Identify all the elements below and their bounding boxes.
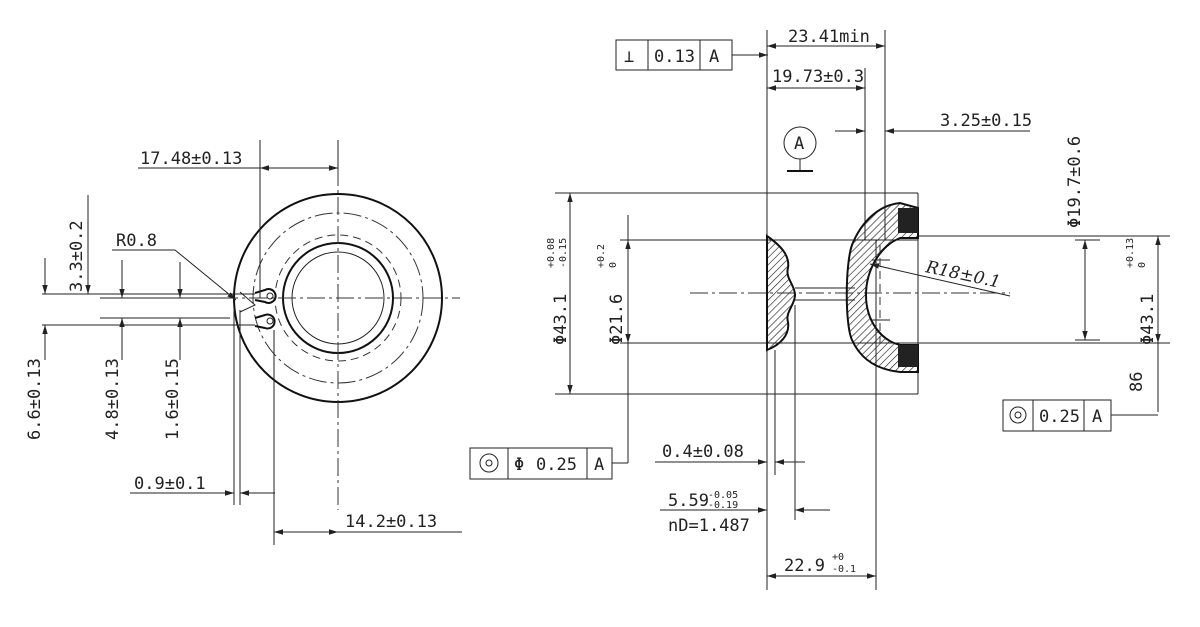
left-view: 17.48±0.13 3.3±0.2 R0.8 6.6±0.13 4.8±0.1… <box>25 140 462 545</box>
fcf-concentricity-right: 0.25 A <box>1002 399 1158 432</box>
terminal-bottom <box>254 313 276 330</box>
dim-radius-right: R18±0.1 <box>923 257 1002 293</box>
dim-overall: 23.41min <box>788 27 870 47</box>
dim-bottom-tol-lo: -0.1 <box>832 564 856 575</box>
right-view: ⊥ 0.13 A 23.41min 19.73±0.3 A 3.25±0.15 <box>469 27 1170 590</box>
fcf-perp-symbol: ⊥ <box>624 47 634 67</box>
lens-element <box>766 234 855 352</box>
datum-a-label: A <box>794 134 804 154</box>
dim-vertical-2: 6.6±0.13 <box>25 358 45 440</box>
dim-index: nD=1.487 <box>668 516 750 536</box>
dim-dia-outer-tol-up: +0.08 <box>546 238 557 268</box>
fcf-conc-left-tol: 0.25 <box>536 455 577 475</box>
dim-dia-right-2-tol-up: +0.13 <box>1125 238 1136 268</box>
dim-side: 86 <box>1127 372 1147 392</box>
datum-a: A <box>783 126 817 172</box>
dim-width: 19.73±0.3 <box>772 67 864 87</box>
dim-dia-inner-tol-up: +0.2 <box>596 244 607 268</box>
dim-top-left: 17.48±0.13 <box>140 149 242 169</box>
dome-section <box>845 201 919 373</box>
dim-dia-right-1: Φ19.7±0.6 <box>1065 136 1085 228</box>
fcf-concentricity-left: Φ 0.25 A <box>469 440 629 480</box>
terminal-top <box>254 288 277 304</box>
fcf-conc-right-tol: 0.25 <box>1039 407 1080 427</box>
fcf-perp-tol: 0.13 <box>654 47 695 67</box>
dim-bottom-right: 22.9 <box>784 556 825 576</box>
dim-lens-depth-tol-up: -0.05 <box>708 490 738 501</box>
dim-lens-thk: 0.4±0.08 <box>662 442 744 462</box>
dim-vertical-3: 4.8±0.13 <box>103 358 123 440</box>
dim-dia-right-2: Φ43.1 <box>1138 294 1158 345</box>
dim-dia-inner-tol-lo: 0 <box>608 262 619 268</box>
dim-vertical-1: 3.3±0.2 <box>67 220 87 292</box>
dim-bottom-tol-up: +0 <box>832 552 844 563</box>
fcf-conc-left-datum: A <box>594 455 604 475</box>
dim-gap: 0.9±0.1 <box>134 474 206 494</box>
dim-lens-depth-tol-lo: -0.19 <box>708 500 738 511</box>
dim-lens-depth: 5.59 <box>668 491 709 511</box>
dim-bottom-left: 14.2±0.13 <box>345 512 437 532</box>
dim-dia-inner: Φ21.6 <box>607 294 627 345</box>
dim-dia-right-2-tol-lo: 0 <box>1137 262 1148 268</box>
fcf-perp-datum: A <box>709 47 719 67</box>
fcf-perpendicularity: ⊥ 0.13 A <box>615 39 768 71</box>
dim-dia-outer-tol-lo: -0.15 <box>558 238 569 268</box>
dim-radius-left: R0.8 <box>116 231 157 251</box>
dim-dia-outer: Φ43.1 <box>551 294 571 345</box>
fcf-conc-right-datum: A <box>1092 407 1102 427</box>
fcf-conc-left-dia: Φ <box>514 455 524 475</box>
dim-vertical-4: 1.6±0.15 <box>163 358 183 440</box>
dim-flange: 3.25±0.15 <box>940 111 1032 131</box>
